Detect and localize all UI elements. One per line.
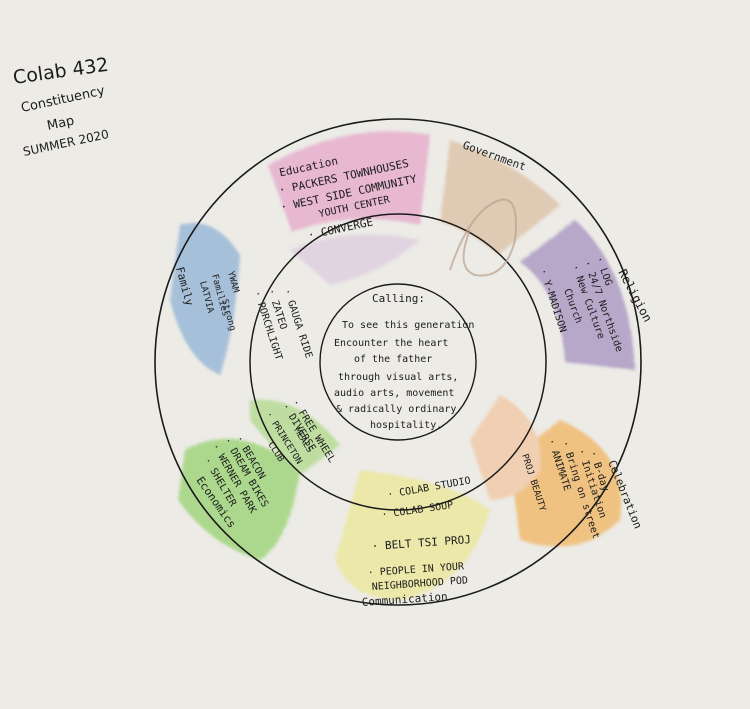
map-subtitle-2: Map: [46, 114, 76, 134]
outer-ring: [154, 118, 642, 606]
shade-education: [268, 131, 430, 232]
shade-beauty: [470, 395, 541, 500]
calling-line-7: hospitality.: [370, 420, 442, 431]
calling-line-3: of the father: [354, 354, 432, 365]
shade-economics: [178, 438, 300, 560]
calling-heading: Calling:: [372, 292, 425, 305]
pencil-scribble: [449, 198, 517, 277]
calling-line-4: through visual arts,: [338, 372, 458, 383]
communication-label: Communication: [361, 590, 448, 609]
shade-inner-lavender: [290, 234, 420, 285]
inner-ring: [319, 283, 477, 441]
middle-ring: [249, 213, 547, 511]
calling-line-5: audio arts, movement: [334, 388, 454, 399]
calling-line-1: To see this generation: [342, 320, 474, 331]
shade-religion: [520, 220, 635, 370]
shade-communication: [335, 470, 490, 600]
calling-statement: Calling: To see this generation Encounte…: [334, 292, 474, 431]
shade-economics-inner: [250, 399, 340, 475]
calling-line-6: & radically ordinary: [336, 404, 456, 415]
calling-line-2: Encounter the heart: [334, 338, 448, 349]
shade-family: [170, 223, 240, 375]
